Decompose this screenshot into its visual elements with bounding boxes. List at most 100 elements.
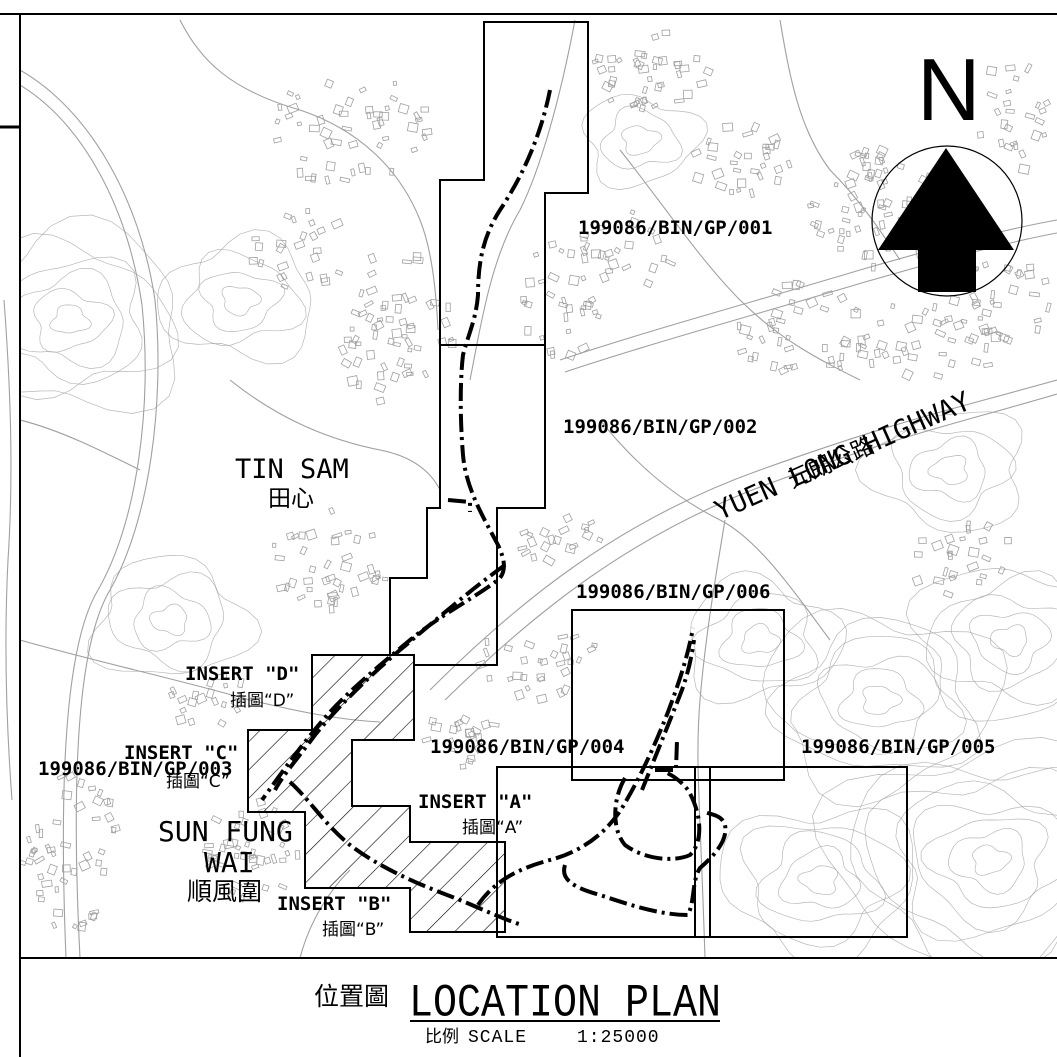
building-footprint [353,534,362,545]
building-footprint [91,816,101,822]
building-footprint [328,506,336,515]
building-footprint [464,727,476,739]
building-footprint [861,250,868,261]
building-footprint [785,334,791,342]
building-footprint [657,81,665,89]
building-footprint [440,316,451,329]
building-footprint [486,674,493,682]
building-footprint [376,116,385,127]
building-footprint [286,90,295,97]
building-footprint [251,236,260,242]
building-footprint [706,154,717,161]
building-footprint [558,247,565,254]
building-footprint [859,156,867,167]
building-footprint [277,103,283,111]
building-footprint [283,212,293,221]
building-footprint [1038,107,1047,115]
building-footprint [523,300,533,309]
building-footprint [654,82,663,92]
building-footprint [233,705,242,714]
building-footprint [579,245,589,257]
building-footprint [947,336,957,344]
building-footprint [76,778,86,789]
building-footprint [110,826,117,834]
building-footprint [41,879,53,888]
building-footprint [1004,537,1012,545]
building-footprint [938,351,947,357]
building-footprint [520,656,529,665]
building-footprint [768,317,776,327]
building-footprint [952,319,965,331]
route-line [613,770,702,861]
building-footprint [277,882,288,891]
road-line [564,232,1057,373]
building-footprint [484,638,490,646]
building-footprint [287,577,298,589]
building-footprint [770,307,784,320]
building-footprint [459,714,471,725]
contour-line [990,624,1028,657]
building-footprint [64,771,76,782]
building-footprint [992,301,1002,308]
sheet-label-gp-004: 199086/BIN/GP/004 [430,736,625,758]
building-footprint [220,700,227,709]
building-footprint [651,55,664,66]
building-footprint [664,258,677,267]
building-footprint [841,205,850,214]
building-footprint [482,647,490,658]
building-footprint [95,859,103,867]
building-footprint [756,171,764,181]
building-footprint [21,859,27,866]
building-footprint [762,146,771,155]
building-footprint [403,363,413,369]
title-en: LOCATION PLAN [409,978,722,1031]
building-footprint [351,334,360,345]
building-footprint [104,811,115,823]
building-footprint [643,278,654,289]
building-footprint [355,380,362,390]
building-footprint [385,316,394,323]
road-line [179,19,439,331]
building-footprint [341,125,353,132]
building-footprint [237,677,245,689]
building-footprint [750,168,760,175]
building-footprint [939,318,950,326]
building-footprint [575,656,583,664]
route-line [260,89,552,802]
building-footprint [306,586,313,593]
building-footprint [248,854,258,864]
building-footprint [759,162,767,170]
building-footprint [854,225,862,233]
building-footprint [599,271,610,284]
building-footprint [652,233,662,245]
building-footprint [277,824,285,834]
building-footprint [549,350,556,359]
building-footprint [853,201,865,214]
building-footprint [878,156,886,165]
building-footprint [981,308,992,318]
road-line [469,19,576,381]
contour-line [755,830,887,922]
generated-map-detail [21,29,1057,957]
building-footprint [864,174,873,182]
north-label: N [917,40,981,139]
building-footprint [983,521,994,532]
building-footprint [323,559,332,570]
building-footprint [73,800,86,813]
north-arrow-icon [871,145,1023,297]
building-footprint [783,364,793,370]
building-footprint [737,347,748,356]
building-footprint [877,199,885,208]
building-footprint [904,321,917,334]
building-footprint [449,725,458,735]
building-footprint [421,133,428,142]
building-footprint [1033,317,1042,324]
building-footprint [768,133,782,145]
building-footprint [539,540,552,553]
building-footprint [254,242,264,252]
building-footprint [248,257,258,265]
building-footprint [807,202,815,209]
building-footprint [809,200,820,209]
road-line [779,19,901,261]
building-footprint [1003,264,1014,275]
